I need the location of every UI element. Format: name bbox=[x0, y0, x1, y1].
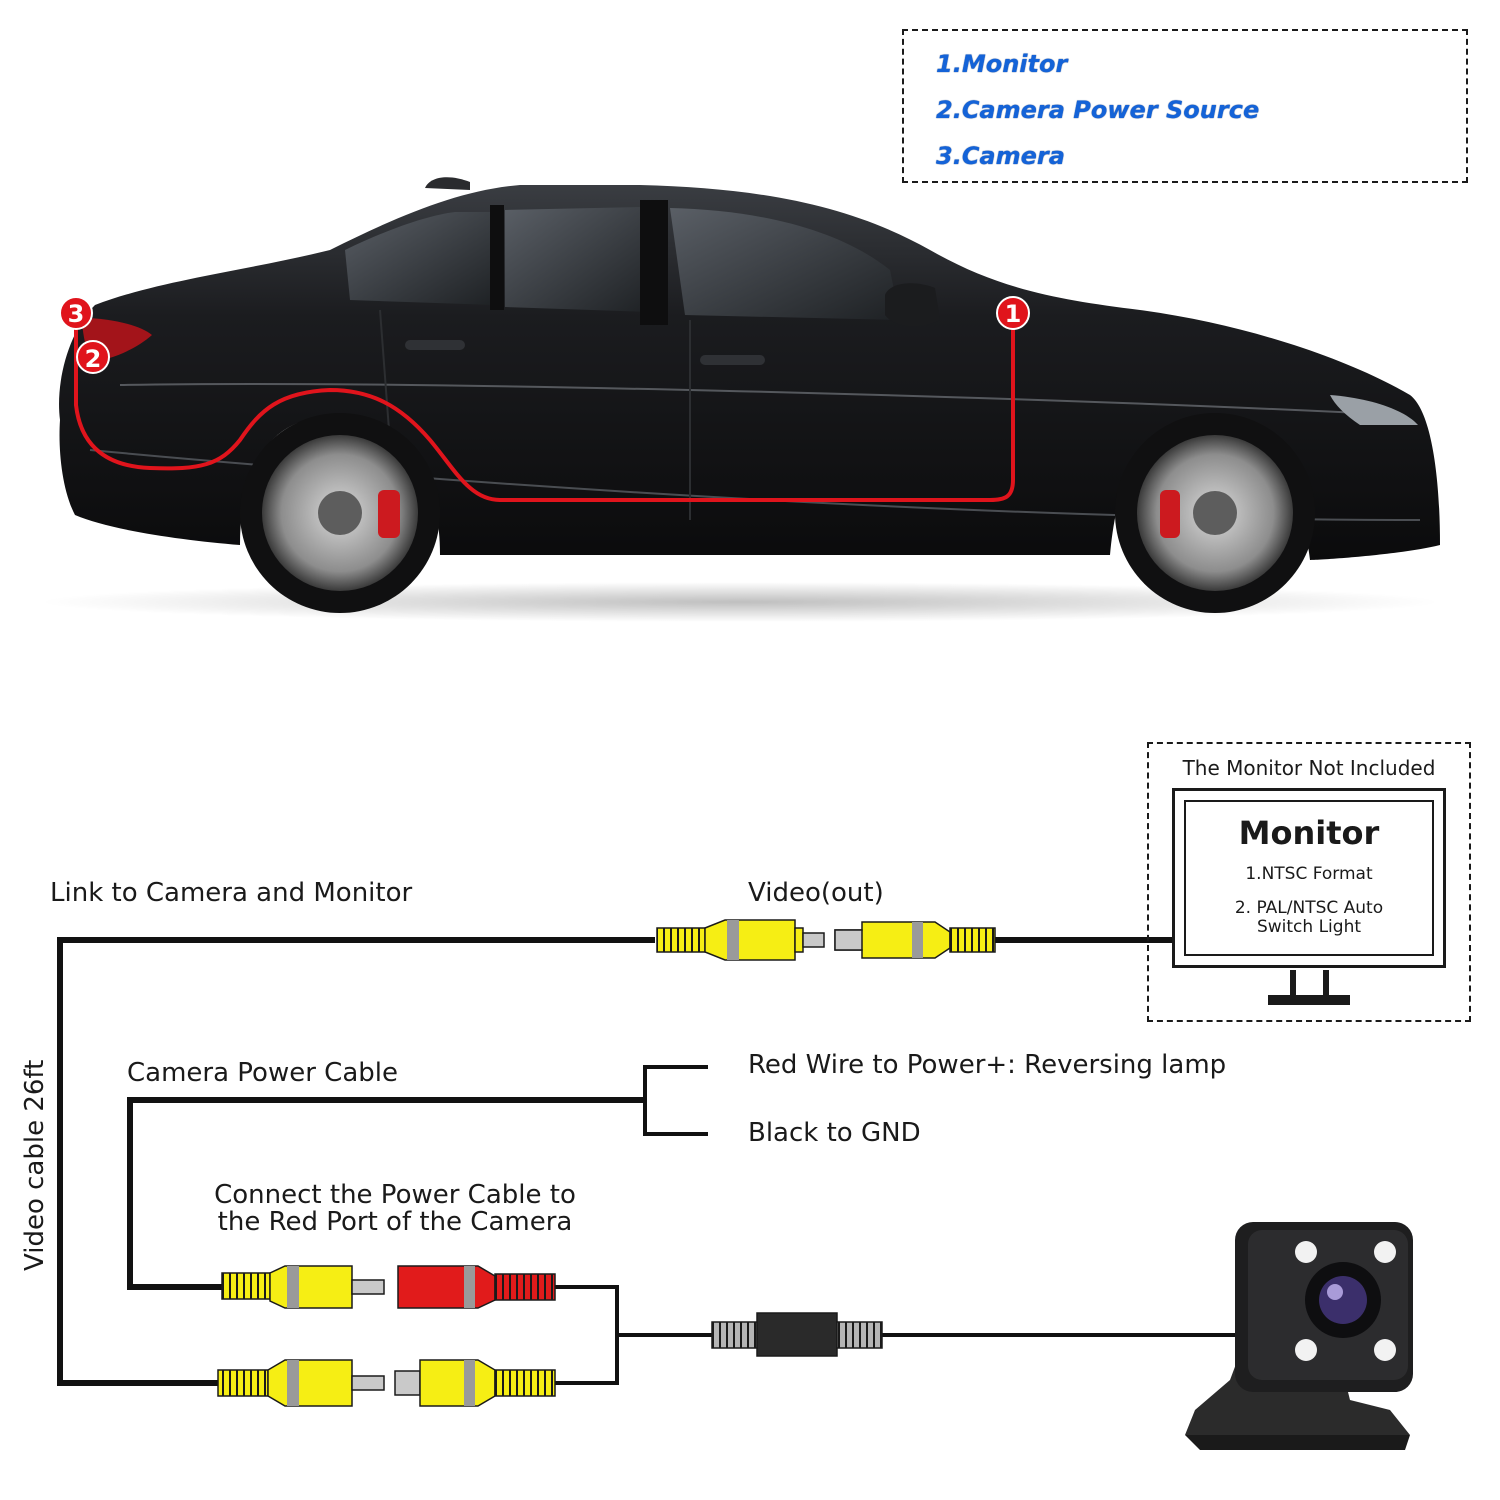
legend-box: 1.Monitor 2.Camera Power Source 3.Camera bbox=[902, 29, 1468, 183]
shark-fin-antenna bbox=[425, 177, 470, 190]
side-mirror bbox=[885, 283, 940, 327]
marker-3-label: 3 bbox=[68, 300, 85, 328]
rear-wheel bbox=[240, 413, 440, 613]
b-pillar bbox=[640, 200, 668, 325]
red-wire-label: Red Wire to Power+: Reversing lamp bbox=[748, 1050, 1227, 1080]
c-pillar-divider bbox=[490, 205, 504, 310]
power-cable-label: Camera Power Cable bbox=[127, 1058, 398, 1088]
marker-2: 2 bbox=[76, 340, 110, 374]
video-cable bbox=[57, 937, 655, 1386]
connect-note: Connect the Power Cable to the Red Port … bbox=[190, 1182, 600, 1236]
shoulder-line bbox=[119, 383, 1401, 416]
wiring-schematic bbox=[57, 919, 1413, 1450]
rear-door-handle bbox=[405, 340, 465, 350]
monitor-spec-auto-switch-line2: Switch Light bbox=[1256, 917, 1362, 937]
power-split bbox=[643, 1065, 708, 1136]
connect-note-line1: Connect the Power Cable to bbox=[214, 1180, 576, 1210]
marker-1-label: 1 bbox=[1005, 300, 1022, 328]
rear-door-window bbox=[505, 207, 650, 312]
rca-camera-video-female bbox=[394, 1359, 556, 1407]
link-label: Link to Camera and Monitor bbox=[50, 878, 413, 908]
power-cable bbox=[127, 1097, 645, 1290]
rca-camera-video-male bbox=[217, 1359, 385, 1407]
rear-window bbox=[345, 212, 495, 305]
marker-3: 3 bbox=[59, 296, 93, 330]
black-wire-label: Black to GND bbox=[748, 1118, 921, 1148]
car-illustration: 1 3 2 bbox=[40, 177, 1440, 622]
monitor-stand-leg bbox=[1290, 970, 1296, 1000]
camera-plug bbox=[711, 1312, 883, 1357]
brake-caliper bbox=[1160, 490, 1180, 538]
cable-route bbox=[74, 313, 1015, 502]
legend-item-power-source: 2.Camera Power Source bbox=[936, 96, 1260, 124]
monitor-dashed-box bbox=[1147, 742, 1471, 1022]
headlight bbox=[1330, 395, 1418, 425]
camera-junction bbox=[555, 1285, 712, 1385]
rca-power-male bbox=[221, 1265, 385, 1309]
front-door-window bbox=[670, 208, 900, 320]
monitor-not-included: The Monitor Not Included bbox=[1182, 756, 1436, 780]
rca-video-male bbox=[656, 919, 825, 961]
monitor-screen bbox=[1172, 788, 1446, 968]
monitor-stand-base bbox=[1268, 995, 1350, 1005]
monitor-spec-auto-switch: 2. PAL/NTSC Auto Switch Light bbox=[1172, 899, 1446, 937]
monitor-spec-auto-switch-line1: 2. PAL/NTSC Auto bbox=[1234, 898, 1384, 918]
front-door-handle bbox=[700, 355, 765, 365]
monitor-stand-leg bbox=[1323, 970, 1329, 1000]
front-wheel bbox=[1115, 413, 1315, 613]
monitor-title: Monitor bbox=[1238, 814, 1380, 852]
marker-2-label: 2 bbox=[85, 345, 102, 373]
brake-caliper bbox=[378, 490, 400, 538]
camera bbox=[1185, 1222, 1413, 1450]
rca-video-female bbox=[834, 921, 996, 959]
legend-item-camera: 3.Camera bbox=[936, 142, 1065, 170]
legend-item-monitor: 1.Monitor bbox=[936, 50, 1068, 78]
rca-power-female-red bbox=[397, 1265, 556, 1309]
connect-note-line2: the Red Port of the Camera bbox=[217, 1207, 573, 1237]
video-out-label: Video(out) bbox=[748, 878, 884, 908]
video-cable-length-label: Video cable 26ft bbox=[20, 1059, 50, 1271]
monitor-spec-ntsc: 1.NTSC Format bbox=[1245, 864, 1373, 884]
marker-1: 1 bbox=[996, 296, 1030, 330]
